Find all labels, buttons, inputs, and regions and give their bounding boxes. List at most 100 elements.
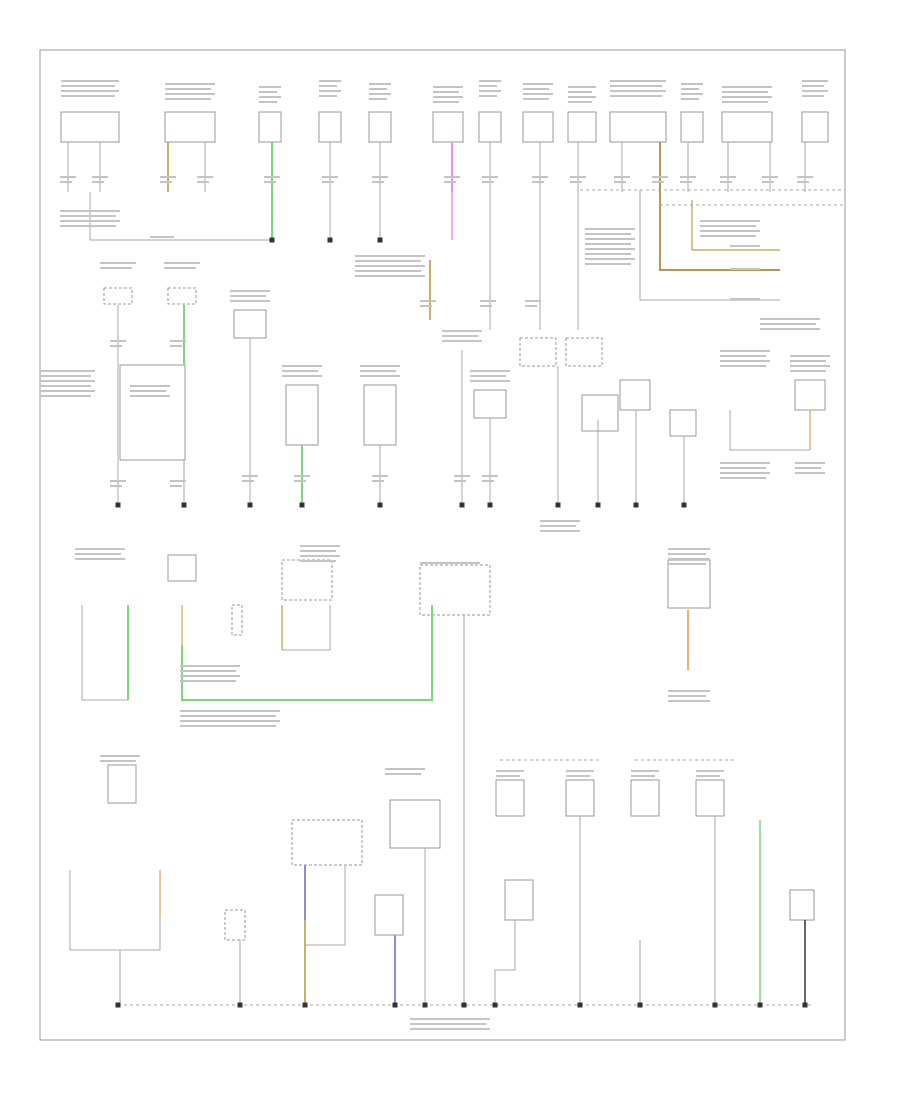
splice-label (585, 263, 631, 265)
wire-label (680, 181, 692, 183)
component-label (681, 83, 703, 85)
ground-point (757, 1002, 763, 1008)
splice-label (60, 215, 116, 217)
component-label (300, 545, 340, 547)
splice-label (585, 253, 631, 255)
component-label (75, 558, 125, 560)
wire-label (532, 181, 544, 183)
component-label (165, 98, 211, 100)
wire-label (652, 176, 668, 178)
component-label (369, 98, 387, 100)
ground-point (595, 502, 601, 508)
component-label (720, 472, 770, 474)
ground-wire-gray (494, 920, 516, 1005)
component-label (230, 300, 270, 302)
component-label (165, 93, 215, 95)
wire-label (454, 480, 466, 482)
wire-label (420, 300, 436, 302)
ground-label (730, 245, 760, 247)
ground-point (555, 502, 561, 508)
component-label (100, 760, 136, 762)
component-box (285, 384, 319, 446)
splice-label (60, 225, 116, 227)
splice-label (355, 275, 425, 277)
ground-label (668, 690, 710, 692)
component-box (519, 337, 557, 367)
wire-label (525, 305, 537, 307)
ground-label (410, 1028, 490, 1030)
wire-label (480, 305, 492, 307)
ground-bus-top-left (89, 192, 272, 241)
component-label (319, 90, 341, 92)
wire-label (160, 181, 172, 183)
ground-point (577, 1002, 583, 1008)
wire-label (797, 176, 813, 178)
wire-label (264, 176, 280, 178)
ground-point (269, 237, 275, 243)
component-label (479, 90, 501, 92)
ground-point (461, 1002, 467, 1008)
splice-label (60, 210, 120, 212)
ground-point (492, 1002, 498, 1008)
ground-point (487, 502, 493, 508)
splice-label (180, 675, 240, 677)
splice-label (760, 328, 820, 330)
component-box (619, 379, 651, 411)
wire-label (525, 300, 541, 302)
component-box (432, 111, 464, 143)
component-box (374, 894, 404, 936)
splice-label (700, 225, 756, 227)
component-label (802, 80, 828, 82)
ground-label (668, 695, 706, 697)
component-label (681, 98, 699, 100)
ground-point (459, 502, 465, 508)
component-label (442, 335, 478, 337)
component-label (75, 553, 121, 555)
component-label (165, 88, 211, 90)
component-label (610, 95, 662, 97)
component-box (667, 559, 711, 609)
component-box (565, 779, 595, 817)
wire-label (294, 480, 306, 482)
component-label (568, 96, 596, 98)
component-label (130, 390, 166, 392)
splice-label (700, 230, 760, 232)
ground-point (247, 502, 253, 508)
ground-point (115, 502, 121, 508)
component-box (504, 879, 534, 921)
wire-label (92, 176, 108, 178)
ground-label (150, 236, 174, 238)
splice-label (40, 375, 91, 377)
wire-label (372, 181, 384, 183)
ground-point (115, 1002, 121, 1008)
wire-label (797, 181, 809, 183)
component-label (802, 85, 824, 87)
component-label (631, 770, 659, 772)
splice-label (585, 243, 631, 245)
component-box (801, 111, 829, 143)
component-label (668, 553, 706, 555)
wires (67, 142, 845, 1006)
splice-label (355, 270, 421, 272)
splice-label (180, 720, 280, 722)
ground-label (410, 1023, 486, 1025)
component-box (567, 111, 597, 143)
component-label (420, 562, 480, 564)
wire-label (532, 176, 548, 178)
module-box (119, 364, 186, 461)
component-label (470, 380, 510, 382)
ground-point (377, 502, 383, 508)
component-label (722, 86, 772, 88)
component-label (259, 96, 281, 98)
wire-label (110, 480, 126, 482)
component-label (790, 370, 826, 372)
component-box (419, 564, 491, 616)
ground-point (422, 1002, 428, 1008)
component-label (681, 88, 699, 90)
component-label (100, 267, 132, 269)
component-label (319, 95, 337, 97)
component-label (790, 355, 830, 357)
component-label (259, 86, 281, 88)
wire-label (482, 475, 498, 477)
component-label (668, 558, 710, 560)
